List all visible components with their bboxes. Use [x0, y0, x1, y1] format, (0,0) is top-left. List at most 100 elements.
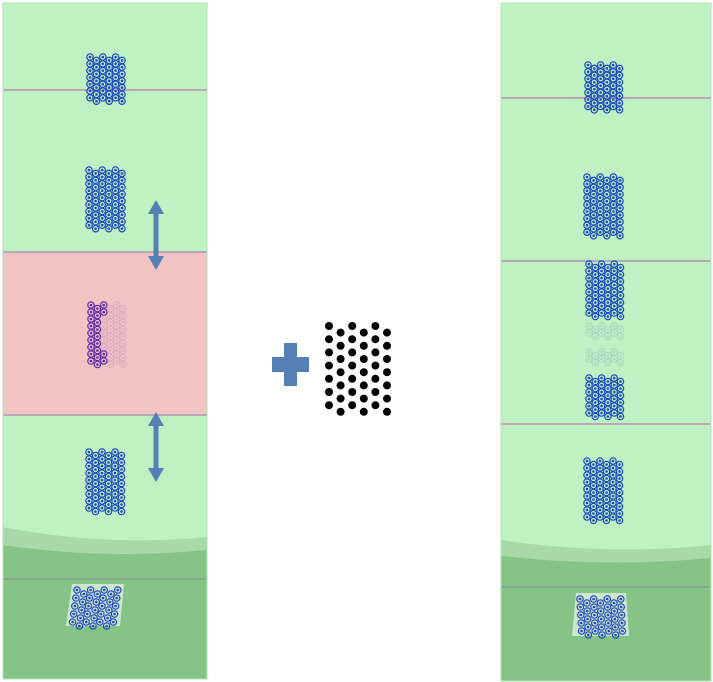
pattern-dot — [585, 395, 593, 403]
pattern-dot — [610, 302, 619, 310]
pattern-dot — [609, 228, 618, 237]
pattern-dot — [114, 586, 122, 594]
pattern-dot — [598, 631, 606, 639]
pattern-dot — [610, 381, 619, 389]
pattern-dot — [98, 476, 106, 484]
pattern-dot — [596, 457, 604, 465]
pattern-dot — [111, 94, 120, 102]
reference-dot-pattern — [322, 318, 396, 417]
pattern-dot — [597, 302, 606, 310]
pattern-dot — [616, 305, 625, 314]
pattern-dot — [609, 492, 617, 500]
pattern-dot — [117, 479, 126, 488]
pattern-dot — [610, 615, 619, 623]
pattern-dot — [597, 374, 606, 382]
pattern-dot — [591, 325, 600, 334]
pattern-dot — [604, 291, 612, 300]
pattern-dot — [609, 499, 617, 507]
pattern-dot — [618, 627, 627, 635]
pattern-dot — [604, 391, 612, 400]
pattern-dot — [85, 455, 93, 463]
pattern-dot — [611, 631, 620, 639]
pattern-dot — [106, 353, 115, 362]
pattern-dot — [90, 614, 98, 622]
reference-dot — [336, 341, 345, 350]
reference-dot — [383, 341, 391, 350]
pattern-dot — [100, 308, 108, 316]
pattern-dot — [615, 516, 624, 525]
pattern-dot — [104, 486, 113, 495]
pattern-dot — [96, 618, 104, 626]
pattern-dot — [577, 627, 586, 635]
pattern-dot — [596, 478, 604, 486]
pattern-dot — [112, 301, 121, 309]
pattern-dot — [604, 619, 613, 627]
pattern-dot — [585, 309, 593, 317]
pattern-dot — [589, 474, 598, 483]
reference-dot — [383, 328, 391, 337]
pattern-dot — [104, 500, 113, 509]
pattern-dot — [597, 322, 606, 330]
pattern-dot — [91, 224, 100, 233]
pattern-dot — [112, 308, 121, 316]
pattern-dot — [111, 490, 119, 498]
tilted-dots — [68, 586, 122, 630]
pattern-dot — [583, 513, 591, 521]
pattern-dot — [603, 603, 612, 611]
left-panel-border — [2, 2, 208, 680]
pattern-dot — [602, 231, 611, 240]
pattern-dot — [604, 305, 612, 314]
reference-dot — [348, 348, 357, 357]
pattern-dot — [98, 455, 106, 463]
left-dot-patterns — [85, 53, 127, 516]
pattern-dot — [91, 500, 100, 509]
pattern-dot — [604, 627, 613, 635]
reference-dot — [371, 374, 380, 383]
pattern-dot — [112, 343, 121, 351]
pattern-dot — [589, 460, 598, 469]
reference-dot — [325, 348, 333, 357]
pattern-dot — [89, 622, 97, 630]
pattern-dot — [585, 322, 593, 330]
pattern-dot — [117, 465, 126, 474]
pattern-dot — [604, 298, 612, 307]
pattern-dot — [596, 485, 604, 493]
pattern-dot — [616, 284, 625, 293]
pattern-dot — [576, 603, 585, 611]
reference-dot — [359, 394, 368, 403]
pattern-dot — [117, 493, 126, 502]
pattern-dot — [589, 231, 598, 240]
pattern-dot — [104, 479, 113, 488]
pattern-dot — [596, 499, 604, 507]
pattern-dot — [597, 402, 606, 410]
pattern-dot — [591, 377, 600, 386]
pattern-dot — [610, 281, 619, 289]
right-dot-patterns — [583, 61, 625, 525]
pattern-dot — [119, 325, 127, 334]
pattern-dot — [604, 384, 612, 393]
pattern-dot — [117, 486, 126, 495]
pattern-dot — [106, 360, 115, 369]
pattern-dot — [585, 295, 593, 303]
pattern-dot — [591, 358, 600, 367]
pattern-dot — [105, 224, 113, 233]
reference-dot — [371, 322, 380, 330]
pattern-dot — [117, 458, 126, 467]
arrow-upper-head-bottom — [148, 256, 164, 270]
pattern-dot — [98, 469, 106, 477]
pattern-dot — [591, 405, 600, 414]
pattern-dot — [610, 374, 619, 382]
pattern-dot — [618, 619, 626, 627]
pattern-dot — [119, 353, 127, 362]
pattern-dot — [589, 502, 598, 511]
pattern-dot — [111, 497, 119, 505]
reference-dot — [359, 368, 368, 377]
pattern-dot — [87, 329, 95, 337]
pattern-dot — [616, 298, 625, 307]
pattern-dot — [99, 594, 107, 602]
pattern-dot — [100, 350, 108, 358]
pattern-dot — [597, 381, 606, 389]
reference-dot — [336, 368, 345, 377]
pattern-dot — [86, 586, 95, 594]
pattern-dot — [616, 398, 625, 407]
